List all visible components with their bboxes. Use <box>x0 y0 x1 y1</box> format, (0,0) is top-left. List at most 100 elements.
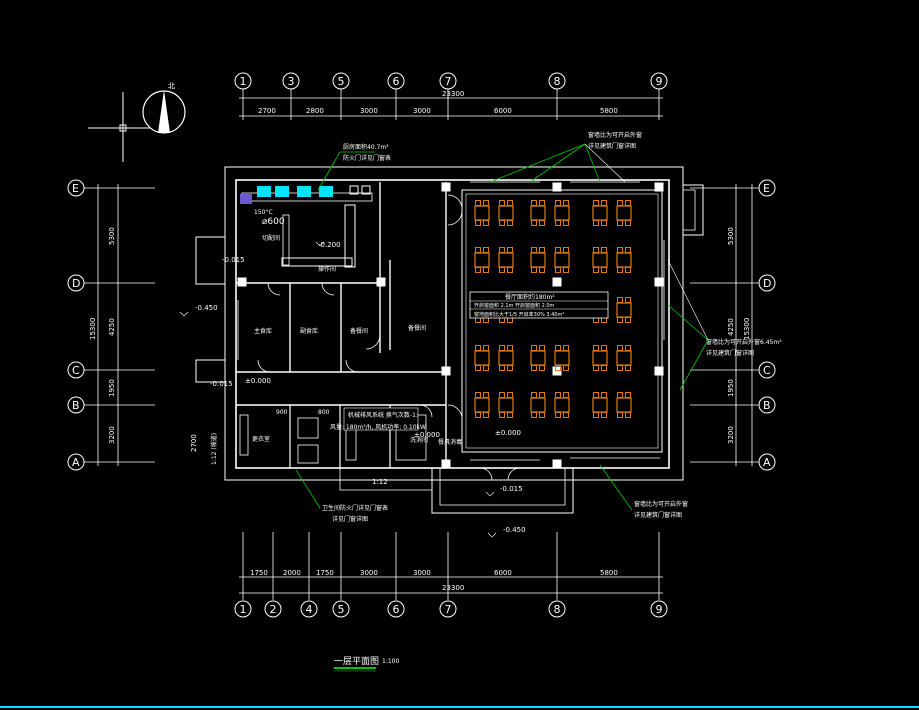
axis-bottom-7: 7 <box>445 603 452 616</box>
dimensions-left: 15300 5300 4250 1950 3200 2700 <box>89 227 198 452</box>
dim-bottom-seg-3: 1750 <box>316 569 334 577</box>
dim-bottom-total: 23300 <box>442 584 464 592</box>
axis-left-B: B <box>72 399 80 412</box>
axis-left-A: A <box>72 456 80 469</box>
dim-bottom-seg-6: 6000 <box>494 569 512 577</box>
table-group <box>530 345 570 371</box>
hall-info-2: 开启窗面积 2.1m 开启窗面积 2.0m <box>474 302 555 309</box>
window-note-bottom-2: 详见建筑门窗详图 <box>634 511 682 519</box>
kitchen-equipment <box>240 185 371 204</box>
axis-bubbles-right: E D C B A <box>758 179 776 471</box>
windows <box>237 181 665 461</box>
north-arrow: 北 <box>88 82 186 162</box>
dim-left-seg-1: 5300 <box>108 227 116 245</box>
bottom-border <box>0 706 919 708</box>
room-label-changing: 更衣室 <box>252 435 270 443</box>
dimensions-bottom: 1750 2000 1750 3000 3000 6000 5800 23300 <box>250 569 618 592</box>
table-group <box>474 392 514 418</box>
dim-left-total: 15300 <box>89 318 97 340</box>
annotations: 厨房面积40.7m² 防火门详见门窗表 ⌀600 150°C 窗墙比为可开启外窗… <box>210 131 782 523</box>
kitchen-area: 厨房面积40.7m² <box>343 143 389 151</box>
dimensions-top: 23300 2700 2800 3000 3000 6000 5800 <box>258 90 618 115</box>
room-labels: 操作间 切配间 主食库 副食库 备餐间 备餐间 更衣室 洗消间 餐具消毒 <box>252 234 462 446</box>
axis-top-5: 5 <box>338 75 345 88</box>
level-5: -0.015 <box>210 380 233 388</box>
axis-right-E: E <box>763 182 770 195</box>
toilet-door-2: 详见门窗详图 <box>332 515 368 523</box>
dim-left-seg-4: 3200 <box>108 426 116 444</box>
dim-right-total: 15300 <box>743 318 751 340</box>
level-4: ±0.000 <box>245 377 271 385</box>
axis-bottom-4: 4 <box>306 603 313 616</box>
dim-top-seg-4: 3000 <box>413 107 431 115</box>
table-group <box>530 247 570 273</box>
window-note-top-2: 详见建筑门窗详图 <box>588 142 636 150</box>
vent-rate: 风量: 180m³/h, 风机功率: 0.10kW <box>330 423 426 431</box>
level-2: -0.200 <box>318 241 341 249</box>
dim-top-seg-1: 2700 <box>258 107 276 115</box>
kitchen-door: 防火门详见门窗表 <box>343 154 391 162</box>
vent-info-box: 机械排风系统 换气次数-1: 风量: 180m³/h, 风机功率: 0.10kW <box>330 407 426 431</box>
width-900: 900 <box>276 409 288 416</box>
dim-top-seg-3: 3000 <box>360 107 378 115</box>
axis-right-D: D <box>763 277 771 290</box>
room-label-serving-2: 备餐间 <box>408 324 426 332</box>
dim-right-seg-1: 5300 <box>727 227 735 245</box>
axis-bottom-9: 9 <box>656 603 663 616</box>
dim-top-seg-2: 2800 <box>306 107 324 115</box>
dim-top-seg-5: 6000 <box>494 107 512 115</box>
axis-bottom-1: 1 <box>240 603 247 616</box>
toilet-door: 卫生间防火门详见门窗表 <box>322 504 388 512</box>
dimensions-right: 5300 4250 1950 3200 15300 <box>727 227 751 444</box>
drawing-title: 一层平面图 1:100 <box>334 656 399 672</box>
ramp-side-label: 1:12 (坡道) <box>210 433 218 465</box>
axis-top-3: 3 <box>288 75 295 88</box>
table-group <box>592 345 632 371</box>
room-label-wash: 洗消间 <box>410 436 428 444</box>
window-note-top: 窗墙比为可开启外窗 <box>588 131 642 139</box>
title-text: 一层平面图 <box>334 656 379 667</box>
dim-bottom-seg-2: 2000 <box>283 569 301 577</box>
level-1: -0.015 <box>222 256 245 264</box>
axis-bottom-8: 8 <box>554 603 561 616</box>
level-9: -0.450 <box>503 526 526 534</box>
axis-bubbles-top: 1 3 5 6 7 8 9 <box>234 72 668 90</box>
dim-left-extra: 2700 <box>190 434 198 452</box>
table-group <box>530 392 570 418</box>
dim-left-seg-2: 4250 <box>108 318 116 336</box>
axis-right-B: B <box>763 399 771 412</box>
level-7: ±0.000 <box>495 429 521 437</box>
table-group <box>474 345 514 371</box>
table-group <box>474 247 514 273</box>
axis-left-C: C <box>72 364 80 377</box>
table-group <box>474 200 514 226</box>
hall-info-3: 窗地面积比大于1/5 开启率30% 3.40m² <box>474 311 564 318</box>
room-label-staple: 主食库 <box>254 327 272 335</box>
width-800: 800 <box>318 409 330 416</box>
axis-bubbles-left: E D C B A <box>67 179 85 471</box>
table-group <box>530 200 570 226</box>
axis-top-7: 7 <box>445 75 452 88</box>
hall-info-box: 餐厅面积约180m² 开启窗面积 2.1m 开启窗面积 2.0m 窗地面积比大于… <box>469 291 609 319</box>
kitchen-note: 150°C <box>254 209 273 216</box>
axis-top-6: 6 <box>393 75 400 88</box>
axis-bottom-2: 2 <box>270 603 277 616</box>
table-group <box>592 200 632 226</box>
room-label-serving-1: 备餐间 <box>350 327 368 335</box>
north-label: 北 <box>168 82 175 90</box>
dim-left-seg-3: 1950 <box>108 379 116 397</box>
window-note-right-2: 详见建筑门窗详图 <box>706 349 754 357</box>
dim-right-seg-3: 1950 <box>727 379 735 397</box>
hood-size: ⌀600 <box>262 217 285 227</box>
dim-top-seg-6: 5800 <box>600 107 618 115</box>
axis-top-1: 1 <box>240 75 247 88</box>
axis-bubbles-bottom: 1 2 4 5 6 7 8 9 <box>234 600 668 618</box>
room-label-disinfect: 餐具消毒 <box>438 438 462 446</box>
dim-bottom-seg-1: 1750 <box>250 569 268 577</box>
level-marks: -0.015 -0.200 -0.450 ±0.000 -0.015 ±0.00… <box>179 241 526 538</box>
dim-right-seg-2: 4250 <box>727 318 735 336</box>
axis-bottom-6: 6 <box>393 603 400 616</box>
level-6: ±0.000 <box>414 431 440 439</box>
title-scale: 1:100 <box>382 658 399 665</box>
